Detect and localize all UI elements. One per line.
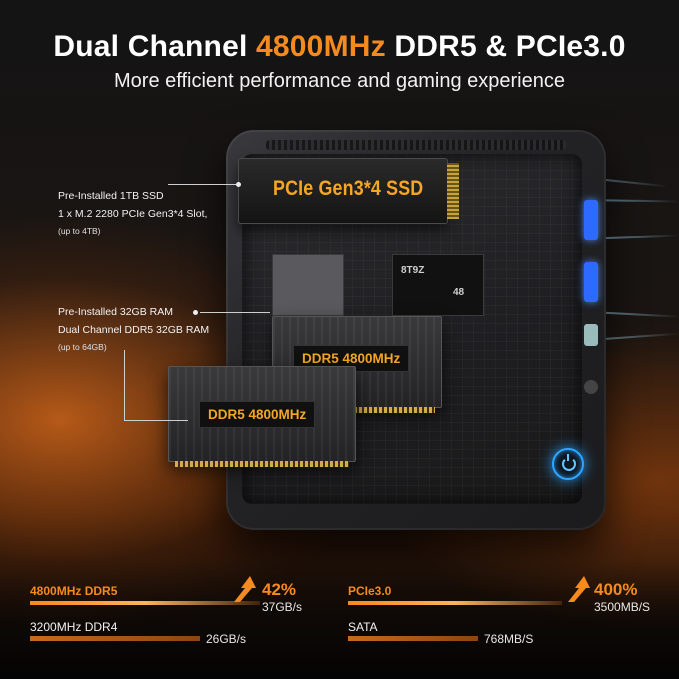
ssd-leader-line <box>168 184 240 185</box>
usb-c-port <box>584 324 598 346</box>
vent <box>266 140 566 150</box>
audio-jack <box>584 380 598 394</box>
ssd-callout-line3: (up to 4TB) <box>58 226 101 236</box>
ram-pins <box>279 407 435 413</box>
chip-marking: 8T9Z <box>401 265 425 276</box>
subtitle: More efficient performance and gaming ex… <box>114 70 565 92</box>
ram-callout-line2: Dual Channel DDR5 32GB RAM <box>58 324 210 336</box>
storage-new-bar <box>348 601 562 605</box>
storage-increase: 400% <box>594 580 638 599</box>
storage-new-value: 3500MB/S <box>594 600 651 614</box>
storage-old-label: SATA <box>348 620 378 634</box>
ram-callout: Pre-Installed 32GB RAM Dual Channel DDR5… <box>58 306 209 352</box>
ssd-module: PCIe Gen3*4 SSD <box>238 158 459 224</box>
memory-new-bar <box>30 601 260 605</box>
ram-leader-line <box>124 420 188 421</box>
ram-callout-line3: (up to 64GB) <box>58 342 107 352</box>
memory-old-bar <box>30 636 200 641</box>
usb-port <box>584 262 598 302</box>
power-icon <box>562 454 576 471</box>
arrow-up-icon <box>234 576 256 602</box>
storage-old-value: 768MB/S <box>484 632 534 646</box>
power-button <box>552 448 584 480</box>
memory-old-value: 26GB/s <box>206 632 247 646</box>
chip: 8T9Z 48 <box>392 254 484 316</box>
ssd-leader-dot <box>236 182 241 187</box>
headline-pre: Dual Channel <box>53 30 257 63</box>
ssd-callout: Pre-Installed 1TB SSD 1 x M.2 2280 PCIe … <box>58 190 207 236</box>
ram-label-bottom: DDR5 4800MHz <box>199 401 316 428</box>
headline-post: DDR5 & PCIe3.0 <box>385 30 626 63</box>
ssd-connector <box>447 163 459 219</box>
ssd-label: PCIe Gen3*4 SSD <box>273 177 424 200</box>
speed-comparison: 4800MHz DDR5 3200MHz DDR4 42% 37GB/s 26G… <box>0 568 679 679</box>
ram-leader-dot <box>193 310 198 315</box>
ram-leader-line <box>124 350 125 420</box>
arrow-up-icon <box>568 576 590 602</box>
io-ports <box>582 200 604 500</box>
memory-increase: 42% <box>262 580 297 599</box>
bottom-shade <box>0 560 679 679</box>
storage-old-bar <box>348 636 478 641</box>
ram-callout-line1: Pre-Installed 32GB RAM <box>58 306 173 318</box>
memory-new-label: 4800MHz DDR5 <box>30 584 118 598</box>
storage-new-label: PCIe3.0 <box>348 584 392 598</box>
memory-new-value: 37GB/s <box>262 600 303 614</box>
memory-old-label: 3200MHz DDR4 <box>30 620 118 634</box>
headline-highlight: 4800MHz <box>256 30 386 63</box>
headline: Dual Channel 4800MHz DDR5 & PCIe3.0 <box>0 30 679 64</box>
ssd-callout-line2: 1 x M.2 2280 PCIe Gen3*4 Slot, <box>58 208 208 220</box>
usb-port <box>584 200 598 240</box>
ssd-callout-line1: Pre-Installed 1TB SSD <box>58 190 164 202</box>
ram-leader-line <box>200 312 270 313</box>
ram-pins <box>175 461 349 467</box>
chip-marking-2: 48 <box>453 287 465 298</box>
ram-module-bottom: DDR5 4800MHz <box>168 366 356 467</box>
heatsink-block <box>272 254 344 316</box>
